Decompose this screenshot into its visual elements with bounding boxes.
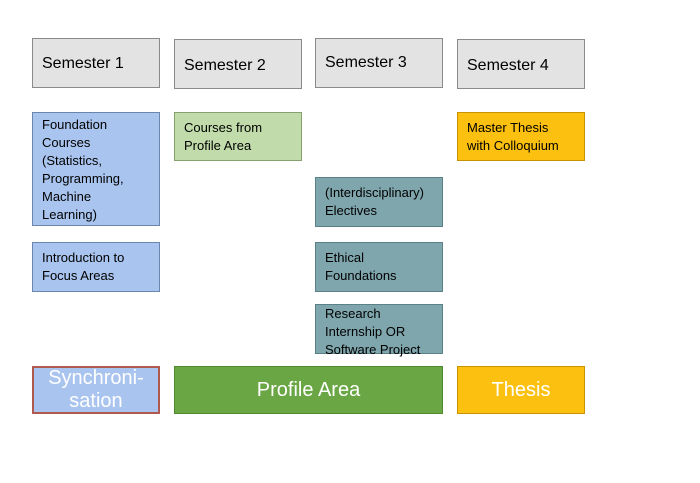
thesis-bar: Thesis: [457, 366, 585, 414]
semester-2-label: Semester 2: [184, 57, 266, 74]
semester-2-header: Semester 2: [174, 39, 302, 89]
electives-box: (Interdisciplinary) Electives: [315, 177, 443, 227]
foundation-courses-box: Foundation Courses (Statistics, Programm…: [32, 112, 160, 226]
semester-3-label: Semester 3: [325, 54, 407, 71]
semester-4-label: Semester 4: [467, 57, 549, 74]
profile-area-courses-box: Courses from Profile Area: [174, 112, 302, 161]
profile-area-bar: Profile Area: [174, 366, 443, 414]
master-thesis-box: Master Thesis with Colloquium: [457, 112, 585, 161]
synchronisation-bar: Synchroni- sation: [32, 366, 160, 414]
semester-3-header: Semester 3: [315, 38, 443, 88]
intro-focus-areas-box: Introduction to Focus Areas: [32, 242, 160, 292]
semester-4-header: Semester 4: [457, 39, 585, 89]
semester-1-label: Semester 1: [42, 55, 124, 72]
research-internship-box: Research Internship OR Software Project: [315, 304, 443, 357]
ethical-foundations-box: Ethical Foundations: [315, 242, 443, 292]
semester-1-header: Semester 1: [32, 38, 160, 88]
